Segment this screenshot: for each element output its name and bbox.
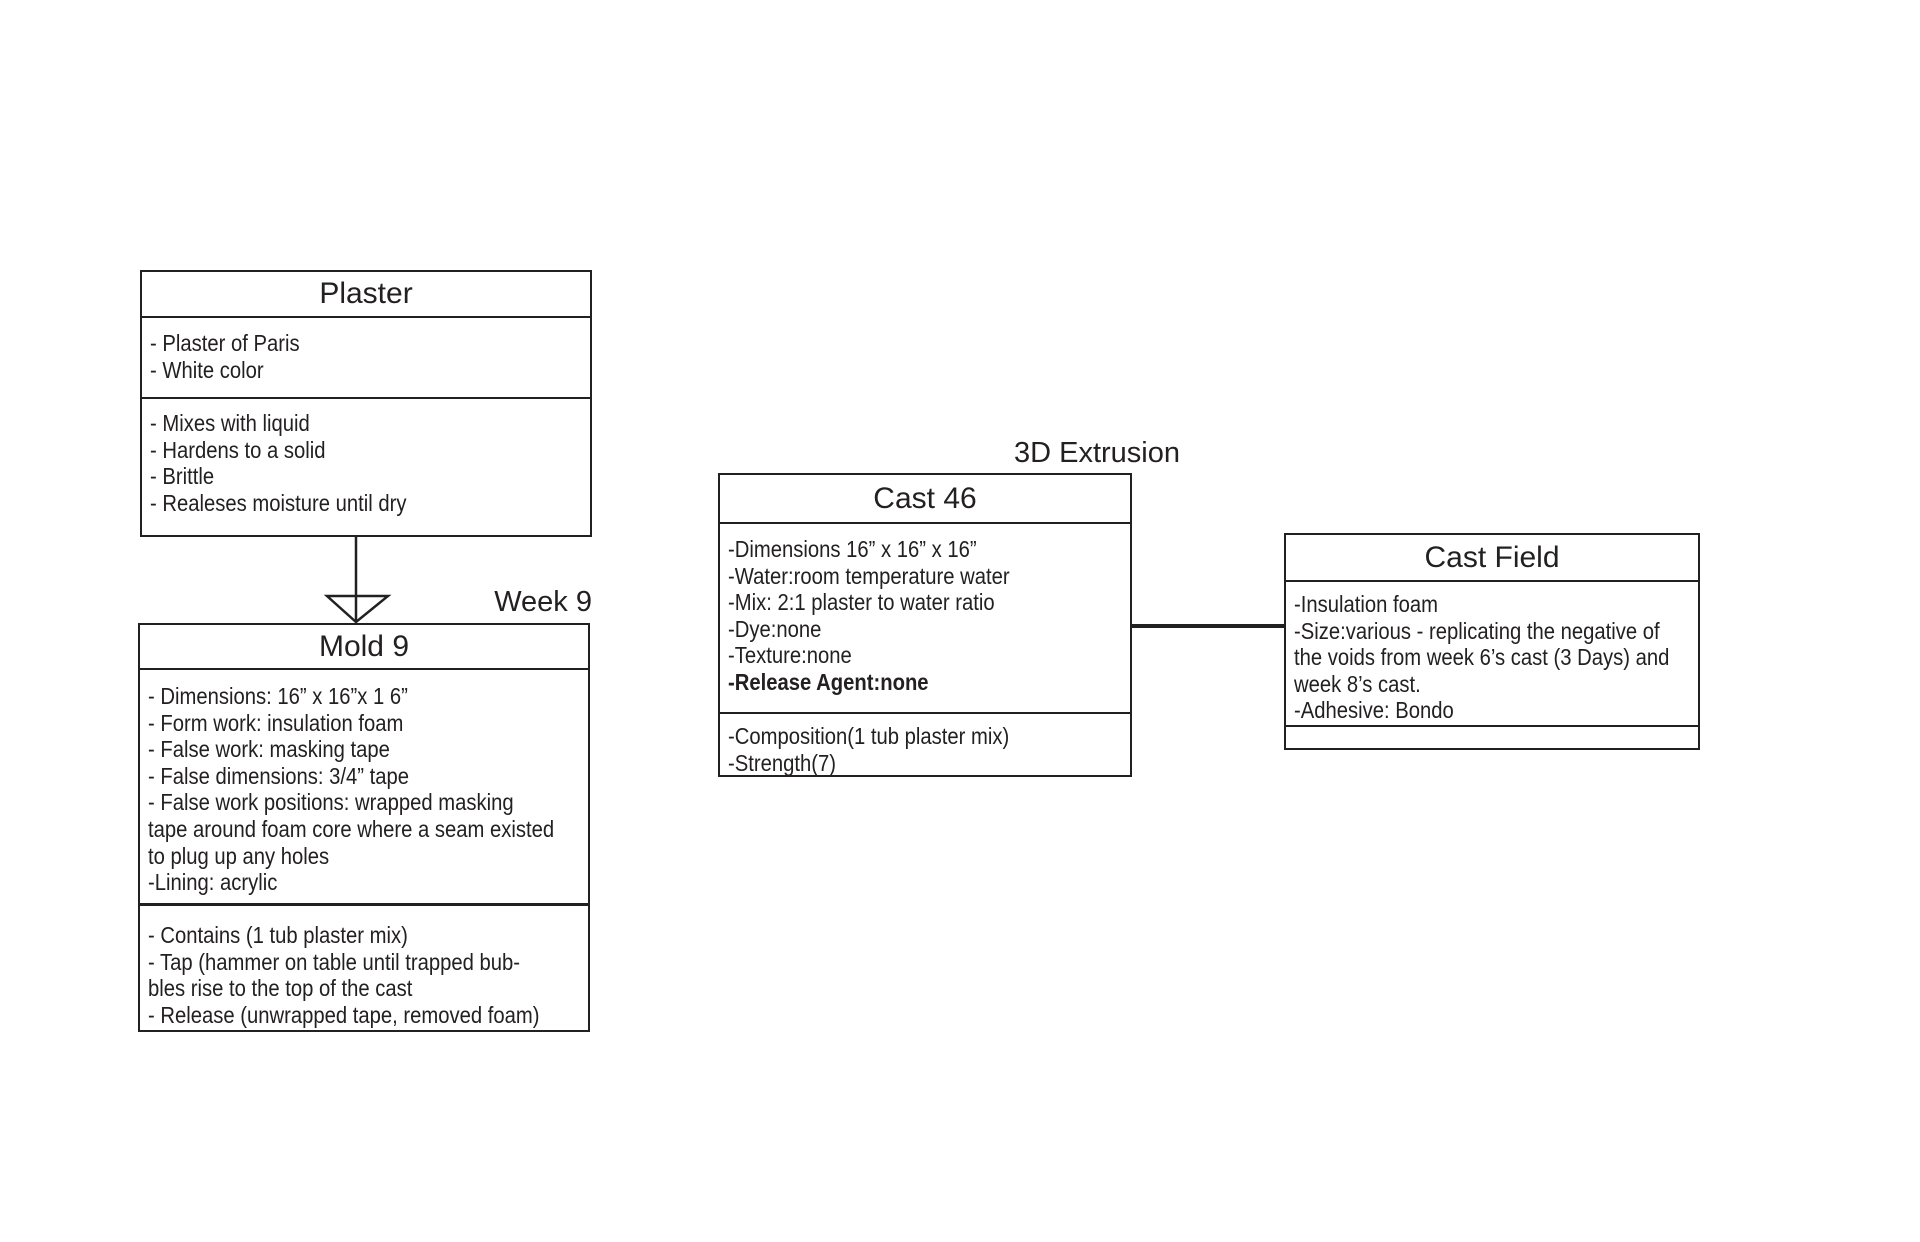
cast-field-attributes-section: -Insulation foam-Size:various - replicat…	[1286, 582, 1698, 725]
cast46-attributes-section: -Dimensions 16” x 16” x 16”-Water:room t…	[720, 524, 1130, 712]
text-line: - Brittle	[150, 463, 215, 490]
plaster-title: Plaster	[142, 272, 590, 318]
text-line: -Texture:none	[728, 642, 852, 669]
text-line: tape around foam core where a seam exist…	[148, 815, 555, 842]
text-line: - Tap (hammer on table until trapped bub…	[148, 948, 521, 975]
text-line: -Size:various - replicating the negative…	[1294, 617, 1660, 644]
extrusion-label: 3D Extrusion	[1013, 437, 1180, 469]
text-line: - Release (unwrapped tape, removed foam)	[148, 1001, 540, 1028]
text-line: -Composition(1 tub plaster mix)	[728, 723, 1010, 749]
association-connector	[1132, 624, 1284, 628]
text-line: -Lining: acrylic	[148, 869, 278, 896]
text-line: -Mix: 2:1 plaster to water ratio	[728, 589, 995, 616]
text-line: the voids from week 6’s cast (3 Days) an…	[1294, 644, 1670, 671]
text-line: - Form work: insulation foam	[148, 709, 404, 736]
mold9-operations-section: - Contains (1 tub plaster mix)- Tap (ham…	[140, 903, 588, 1030]
text-line: -Strength(7)	[728, 749, 836, 775]
mold9-class-box: Mold 9 - Dimensions: 16” x 16”x 1 6”- Fo…	[138, 623, 590, 1032]
week9-label: Week 9	[494, 586, 592, 618]
mold9-title: Mold 9	[140, 625, 588, 670]
text-line: -Insulation foam	[1294, 591, 1439, 617]
cast46-title: Cast 46	[720, 475, 1130, 524]
text-line: - False dimensions: 3/4” tape	[148, 762, 410, 789]
cast-field-class-box: Cast Field -Insulation foam-Size:various…	[1284, 533, 1700, 750]
cast-field-title: Cast Field	[1286, 535, 1698, 582]
text-line: - White color	[150, 356, 264, 383]
cast-field-empty-section	[1286, 725, 1698, 748]
text-line: -Adhesive: Bondo	[1294, 697, 1454, 724]
text-line: - False work positions: wrapped masking	[148, 789, 514, 816]
mold9-attributes-section: - Dimensions: 16” x 16”x 1 6”- Form work…	[140, 670, 588, 903]
text-line: -Water:room temperature water	[728, 562, 1010, 589]
text-line: - Contains (1 tub plaster mix)	[148, 922, 408, 948]
text-line: - Dimensions: 16” x 16”x 1 6”	[148, 683, 408, 709]
text-line: -Dimensions 16” x 16” x 16”	[728, 536, 977, 562]
text-line: to plug up any holes	[148, 842, 330, 869]
cast46-operations-section: -Composition(1 tub plaster mix)-Strength…	[720, 712, 1130, 775]
text-line: bles rise to the top of the cast	[148, 975, 413, 1002]
text-line: -Release Agent:none	[728, 668, 929, 695]
text-line: - Realeses moisture until dry	[150, 489, 407, 516]
text-line: week 8’s cast.	[1294, 670, 1421, 697]
text-line: - Mixes with liquid	[150, 410, 310, 436]
arrow-head-triangle-icon	[323, 594, 392, 624]
cast46-class-box: Cast 46 -Dimensions 16” x 16” x 16”-Wate…	[718, 473, 1132, 777]
text-line: - Plaster of Paris	[150, 330, 300, 356]
plaster-class-box: Plaster - Plaster of Paris- White color …	[140, 270, 592, 537]
text-line: - False work: masking tape	[148, 736, 390, 763]
plaster-attributes-section: - Plaster of Paris- White color	[142, 318, 590, 397]
text-line: -Dye:none	[728, 615, 822, 642]
plaster-operations-section: - Mixes with liquid- Hardens to a solid-…	[142, 397, 590, 535]
text-line: - Hardens to a solid	[150, 436, 326, 463]
